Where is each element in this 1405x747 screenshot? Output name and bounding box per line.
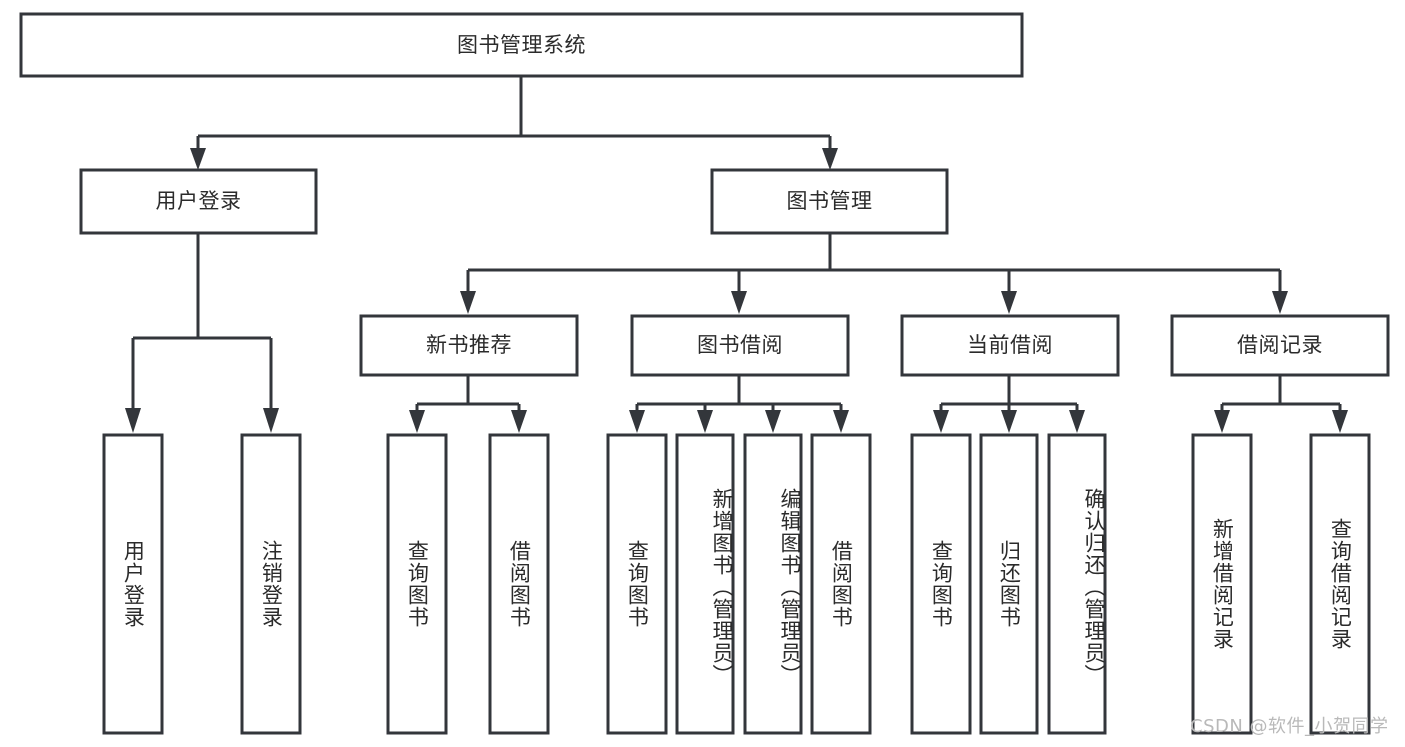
arrow-root-to-book-manage (822, 148, 838, 170)
node-box-leaf-edit-book[interactable] (743, 433, 803, 735)
node-box-root[interactable] (19, 12, 1024, 78)
node-box-leaf-add-book[interactable] (675, 433, 735, 735)
arrow-book-borrow-leaf-2 (697, 410, 713, 433)
node-box-leaf-query-book-1[interactable] (386, 433, 448, 735)
arrow-current-borrow-leaf-1 (933, 410, 949, 433)
node-box-leaf-borrow-book-2[interactable] (810, 433, 872, 735)
arrow-book-manage-to-current-borrow (1001, 291, 1017, 314)
node-box-book-borrow[interactable] (630, 314, 850, 377)
arrow-book-manage-to-book-borrow (731, 291, 747, 314)
arrow-book-borrow-leaf-1 (629, 410, 645, 433)
node-box-leaf-logout[interactable] (240, 433, 302, 735)
node-boxes (19, 12, 1390, 735)
node-box-current-borrow[interactable] (900, 314, 1120, 377)
arrow-new-book-rec-leaf-2 (511, 410, 527, 433)
node-box-new-book-rec[interactable] (359, 314, 579, 377)
node-box-borrow-record[interactable] (1170, 314, 1390, 377)
arrow-borrow-record-leaf-1 (1214, 410, 1230, 433)
arrow-user-login-leaf-1 (125, 408, 141, 433)
arrow-current-borrow-leaf-2 (1001, 410, 1017, 433)
arrow-borrow-record-leaf-2 (1332, 410, 1348, 433)
arrow-new-book-rec-leaf-1 (409, 410, 425, 433)
arrow-book-borrow-leaf-3 (765, 410, 781, 433)
node-box-user-login[interactable] (79, 168, 318, 235)
node-box-leaf-confirm-return[interactable] (1047, 433, 1107, 735)
arrow-current-borrow-leaf-3 (1069, 410, 1085, 433)
node-box-leaf-query-record[interactable] (1309, 433, 1371, 735)
node-box-leaf-return-book[interactable] (979, 433, 1039, 735)
node-box-book-manage[interactable] (710, 168, 949, 235)
node-box-leaf-query-book-2[interactable] (606, 433, 668, 735)
arrow-root-to-user-login (190, 148, 206, 170)
node-box-leaf-borrow-book-1[interactable] (488, 433, 550, 735)
arrow-book-manage-to-borrow-record (1272, 291, 1288, 314)
connectors (125, 76, 1348, 433)
node-box-leaf-query-book-3[interactable] (910, 433, 972, 735)
node-box-leaf-add-record[interactable] (1191, 433, 1253, 735)
arrow-user-login-leaf-2 (263, 408, 279, 433)
arrow-book-manage-to-new-book-rec (460, 291, 476, 314)
node-box-leaf-user-login[interactable] (102, 433, 164, 735)
arrow-book-borrow-leaf-4 (833, 410, 849, 433)
